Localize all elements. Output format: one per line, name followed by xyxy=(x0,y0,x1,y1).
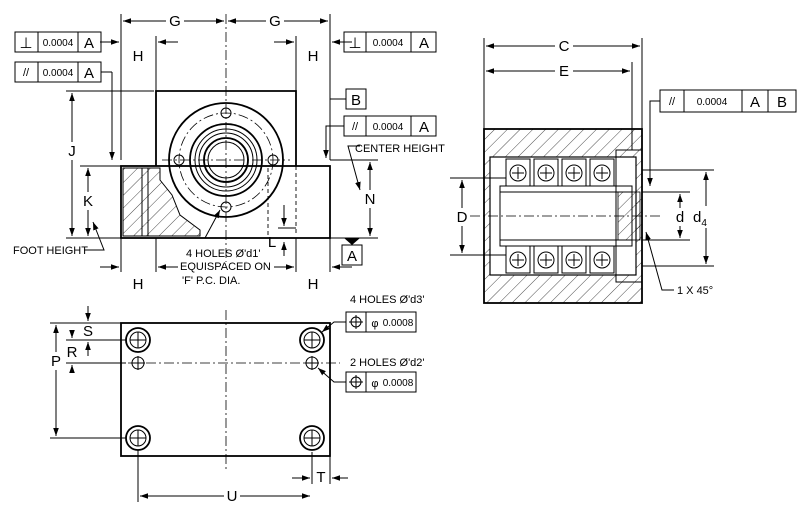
front-view-tolerances: ⊥ 0.0004 A // 0.0004 A ⊥ 0.0004 A B xyxy=(14,31,437,266)
dim-U: U xyxy=(227,488,238,505)
fcf-position-d3-value: 0.0008 xyxy=(383,318,414,329)
fcf-runout: // 0.0004 A B xyxy=(659,89,797,113)
fcf-parallel-right-datum: A xyxy=(419,119,429,136)
dim-H-bottom-right: H xyxy=(308,276,319,293)
fcf-perp-left-datum: A xyxy=(84,35,94,52)
dim-R: R xyxy=(67,344,78,361)
fcf-parallel-right-value: 0.0004 xyxy=(373,122,404,133)
fcf-position-d3: φ 0.0008 xyxy=(345,311,417,333)
dim-J: J xyxy=(68,143,76,160)
dim-d4: d4 xyxy=(693,209,707,229)
note-holes-d1-line1: 4 HOLES Ø'd1' xyxy=(186,248,261,260)
parallel-symbol: // xyxy=(23,67,30,79)
front-view xyxy=(120,14,331,262)
dim-G-right: G xyxy=(269,13,281,30)
dim-H-top-right: H xyxy=(308,48,319,65)
fcf-parallel-right: // 0.0004 A xyxy=(343,115,437,137)
dim-L: L xyxy=(268,234,276,251)
note-holes-d2: 2 HOLES Ø'd2' xyxy=(350,357,425,369)
note-center-height: CENTER HEIGHT xyxy=(355,143,445,155)
front-view-dimensions: G G H H H H J K FOOT HEIGHT xyxy=(13,13,445,293)
fcf-position-d2: φ 0.0008 xyxy=(345,371,417,393)
dim-T: T xyxy=(316,469,325,486)
front-base-outline xyxy=(120,165,331,239)
parallel-symbol-section: // xyxy=(669,96,676,108)
note-holes-d3: 4 HOLES Ø'd3' xyxy=(350,294,425,306)
dowel-holes xyxy=(131,356,319,370)
mounting-holes xyxy=(125,327,325,451)
bearing-rows xyxy=(505,158,615,274)
plan-view-dimensions: P R S T U 4 HOLES Ø'd3' φ 0.0008 xyxy=(48,294,425,505)
fcf-perp-left-value: 0.0004 xyxy=(43,38,74,49)
note-holes-d1-line2: EQUISPACED ON xyxy=(180,261,271,273)
fcf-perp-right-value: 0.0004 xyxy=(373,38,404,49)
fcf-perp-right: ⊥ 0.0004 A xyxy=(343,31,437,53)
fcf-runout-value: 0.0004 xyxy=(697,97,728,108)
fcf-perp-left: ⊥ 0.0004 A xyxy=(14,31,102,53)
section-view-dimensions: C E D d d4 // 0.0004 A B xyxy=(450,37,797,297)
dim-C: C xyxy=(559,38,570,55)
fcf-runout-datum-A: A xyxy=(750,94,760,111)
note-foot-height: FOOT HEIGHT xyxy=(13,245,88,257)
dim-D: D xyxy=(457,209,468,226)
fcf-parallel-left: // 0.0004 A xyxy=(14,61,102,83)
dim-G-left: G xyxy=(169,13,181,30)
perp-symbol: ⊥ xyxy=(19,35,32,52)
datum-A-box xyxy=(341,244,363,266)
diameter-symbol-2: φ xyxy=(371,378,378,390)
note-chamfer: 1 X 45° xyxy=(677,285,713,297)
datum-A-label: A xyxy=(347,248,357,265)
plan-view xyxy=(110,310,340,470)
perp-symbol-right: ⊥ xyxy=(348,35,361,52)
dim-H-top-left: H xyxy=(133,48,144,65)
fcf-parallel-left-datum: A xyxy=(84,65,94,82)
fcf-perp-right-datum: A xyxy=(419,35,429,52)
datum-B-box xyxy=(345,88,367,110)
section-view xyxy=(470,128,660,304)
fcf-position-d2-value: 0.0008 xyxy=(383,378,414,389)
fcf-runout-datum-B: B xyxy=(777,94,787,111)
datum-B-label: B xyxy=(351,92,361,109)
fcf-parallel-left-value: 0.0004 xyxy=(43,68,74,79)
plan-outline xyxy=(120,322,331,457)
parallel-symbol-right: // xyxy=(352,121,359,133)
note-holes-d1-line3: 'F' P.C. DIA. xyxy=(182,275,240,287)
dim-K: K xyxy=(83,193,93,210)
dim-P: P xyxy=(51,353,61,370)
dim-H-bottom-left: H xyxy=(133,276,144,293)
dim-E: E xyxy=(559,63,569,80)
dim-d: d xyxy=(676,209,684,226)
diameter-symbol: φ xyxy=(371,318,378,330)
dim-S: S xyxy=(83,323,93,340)
dim-N: N xyxy=(365,191,376,208)
